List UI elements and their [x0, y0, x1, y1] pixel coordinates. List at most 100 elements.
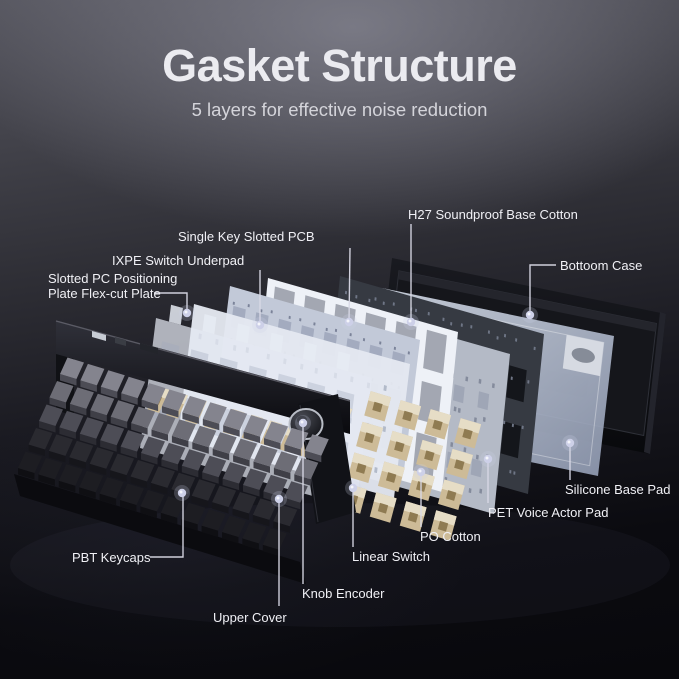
pet-slot	[452, 384, 465, 404]
ixpe-hole	[374, 466, 378, 474]
h27-speckle	[355, 294, 358, 299]
switch-stem	[432, 419, 443, 431]
h27-speckle	[503, 333, 507, 338]
keycap-front	[181, 465, 199, 478]
pet-speckle	[473, 417, 477, 423]
switch-lid	[428, 409, 452, 425]
pcb-speckle	[325, 327, 328, 332]
keycap-top	[304, 434, 329, 456]
ixpe-hole	[383, 385, 387, 392]
keycap-front	[150, 482, 168, 495]
keycap-top	[18, 451, 42, 473]
keycap-front	[202, 472, 219, 484]
keycap-front	[243, 485, 260, 497]
pet-speckle	[457, 407, 461, 414]
keycap-front	[252, 514, 270, 527]
h27-speckle	[392, 302, 395, 306]
keycap-top	[232, 492, 257, 514]
switch-stem	[394, 441, 405, 453]
callout-line-pbt-keycaps	[150, 493, 184, 558]
callout-dot-highlight-upper-cover	[276, 496, 280, 500]
pcb-speckle	[334, 328, 338, 333]
keycap-front	[141, 453, 158, 465]
keycap-front	[181, 519, 198, 531]
ixpe-hole	[382, 426, 387, 433]
callout-line-slotted-plate	[154, 292, 188, 313]
keycap-front	[100, 386, 118, 399]
switch-lid	[433, 510, 457, 526]
label-bottoom-case: Bottoom Case	[560, 258, 643, 273]
keycap-front	[161, 459, 178, 471]
pet-speckle	[478, 378, 482, 384]
h27-speckle	[511, 423, 514, 428]
keycap-front	[89, 463, 107, 476]
keycap-top	[141, 383, 166, 405]
keycap-top	[263, 474, 288, 497]
keycap-front	[273, 521, 290, 533]
po-hole	[423, 329, 447, 374]
keycap-front	[192, 442, 209, 454]
pcb-speckle	[299, 318, 302, 322]
keycap-front	[69, 403, 87, 416]
keycap-front	[262, 544, 280, 557]
h27-slot	[500, 421, 522, 459]
label-ixpe-switch-underpad: IXPE Switch Underpad	[112, 253, 245, 268]
callout-dot-highlight-po-cotton	[418, 469, 422, 473]
switch-stem	[462, 428, 473, 440]
keycap-top	[151, 413, 176, 435]
plate-tab	[168, 304, 183, 325]
pcb-speckle	[393, 346, 397, 351]
label-pet-voice-actor-pad: PET Voice Actor Pad	[488, 505, 609, 520]
h27-speckle	[513, 471, 516, 475]
label-linear-switch: Linear Switch	[352, 549, 431, 564]
keycap-front	[79, 487, 96, 499]
keycap-front	[182, 412, 199, 424]
keycap-top	[283, 481, 308, 503]
pet-speckle	[465, 376, 469, 382]
keycap-top	[161, 442, 186, 465]
pcb-speckle	[260, 309, 263, 313]
pcb-speckle	[247, 303, 250, 308]
keycap-front	[69, 457, 86, 469]
keycap-top	[160, 496, 185, 518]
keycap-top	[79, 470, 104, 493]
switch-lid	[381, 461, 405, 477]
keycap-front	[283, 497, 301, 510]
callout-dot-highlight-pet-pad	[485, 456, 489, 460]
switch-lid	[368, 391, 392, 407]
keycap-front	[243, 431, 261, 444]
label-slotted-line2: Plate Flex-cut Plate	[48, 286, 161, 302]
keycap-top	[273, 451, 298, 473]
keycap-front	[28, 444, 45, 456]
cover-button	[140, 343, 158, 354]
switch-lid	[420, 439, 443, 456]
pet-slot	[470, 458, 483, 478]
pet-speckle	[463, 447, 467, 453]
switch-lid	[360, 421, 383, 438]
label-upper-cover: Upper Cover	[213, 610, 287, 625]
keycap-front	[222, 532, 239, 544]
keycap-front	[141, 399, 159, 412]
keycap-top	[202, 455, 227, 478]
keycap-top	[59, 410, 84, 433]
label-slotted-line1: Slotted PC Positioning	[48, 271, 178, 286]
h27-speckle	[470, 324, 473, 329]
keycap-front	[18, 468, 35, 480]
keycap-front	[49, 397, 66, 409]
keycap-top	[192, 425, 217, 448]
keycap-top	[38, 457, 63, 480]
keycap-top	[233, 438, 258, 461]
pcb-speckle	[270, 310, 273, 314]
keycap-top	[140, 489, 165, 512]
keycap-top	[99, 477, 124, 499]
keycap-top	[243, 468, 267, 490]
h27-speckle	[414, 308, 418, 313]
keycap-top	[69, 440, 94, 463]
label-silicone-base-pad: Silicone Base Pad	[565, 482, 671, 497]
h27-speckle	[374, 297, 377, 301]
h27-slot	[506, 365, 527, 403]
keycap-top	[110, 453, 135, 476]
keycap-top	[222, 462, 247, 484]
keycap-top	[223, 408, 248, 431]
